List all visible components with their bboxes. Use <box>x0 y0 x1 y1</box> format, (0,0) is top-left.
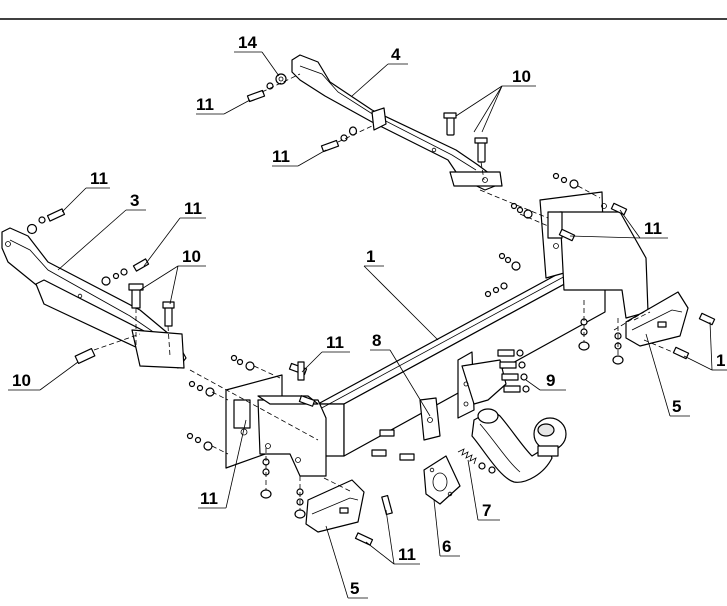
label-10-mid: 10 <box>182 247 201 266</box>
callout-leaders <box>8 51 727 599</box>
towball-assembly <box>471 408 567 483</box>
part-3-side-rail <box>1 227 187 369</box>
label-10-top: 10 <box>512 67 531 86</box>
left-beam-bracket <box>225 374 327 477</box>
part-3-fasteners <box>26 208 175 365</box>
label-5-right: 5 <box>672 397 681 416</box>
label-11-bottom: 11 <box>398 545 416 564</box>
label-6: 6 <box>442 537 451 556</box>
label-11-right: 11 <box>644 219 662 238</box>
hardware-washers <box>186 172 716 546</box>
label-1: 1 <box>366 247 375 266</box>
label-10-left: 10 <box>12 371 31 390</box>
part-8-ball-mount-plate <box>419 351 507 441</box>
label-11-left-mid: 11 <box>184 199 202 218</box>
label-5-bottom: 5 <box>350 579 359 598</box>
callout-labels: 14 4 10 11 11 11 3 11 10 1 11 10 1 11 8 … <box>12 33 725 598</box>
label-11-top-left: 11 <box>196 95 214 114</box>
label-11-center: 11 <box>326 333 344 352</box>
part-5-right-brace <box>613 291 689 357</box>
part-5-bottom-brace <box>305 479 365 533</box>
label-7: 7 <box>482 501 491 520</box>
part-9-bolt-set <box>371 349 530 461</box>
label-11-bottom-left: 11 <box>200 489 218 508</box>
label-8: 8 <box>372 331 381 350</box>
label-14: 14 <box>238 33 257 52</box>
label-1-right-edge: 1 <box>716 351 725 370</box>
label-3: 3 <box>130 191 139 210</box>
part-7-spring <box>457 448 496 474</box>
label-11-top-mid: 11 <box>272 147 290 166</box>
label-11-left-top: 11 <box>90 169 108 188</box>
part-6-socket-plate <box>423 455 461 505</box>
label-4: 4 <box>391 45 401 64</box>
part-4-side-rail <box>291 54 503 191</box>
part-4-fasteners <box>246 73 488 181</box>
label-9: 9 <box>546 371 555 390</box>
